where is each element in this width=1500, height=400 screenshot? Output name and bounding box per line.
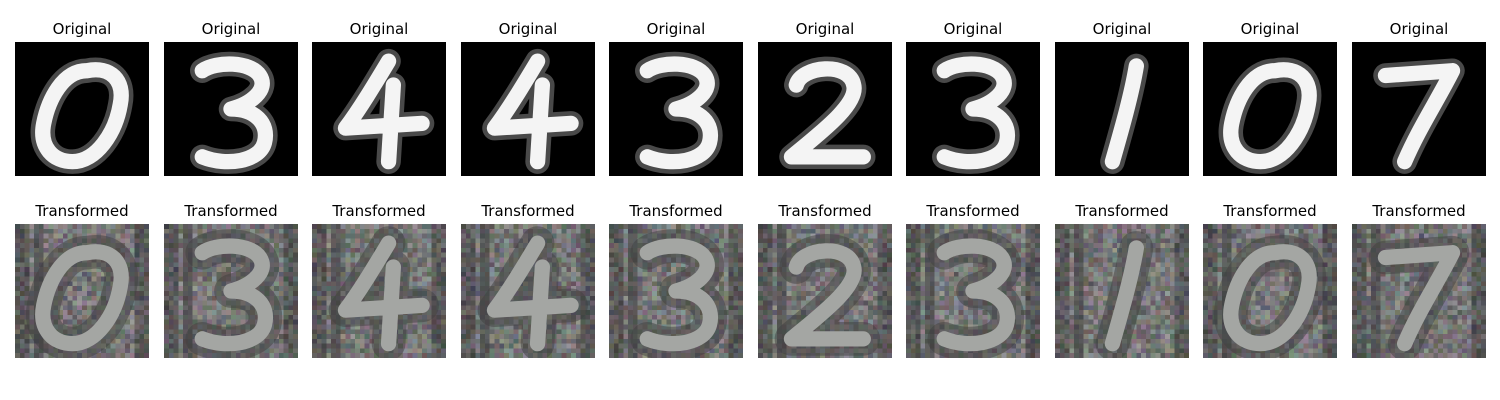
- digit-stroke: [639, 238, 719, 352]
- edge-band: [331, 224, 341, 358]
- image-panel: [164, 42, 298, 176]
- digit-stroke: [1104, 240, 1145, 352]
- panel-title: Original: [1092, 20, 1152, 38]
- panel-title: Original: [498, 20, 558, 38]
- image-panel: [164, 224, 298, 358]
- edge-band: [628, 224, 638, 358]
- edge-band: [777, 224, 787, 358]
- original-digit-image: [609, 42, 743, 176]
- original-digit-image: [758, 42, 892, 176]
- panel-title: Transformed: [926, 202, 1020, 220]
- digit-stroke: [1377, 63, 1461, 170]
- panel-title: Original: [52, 20, 112, 38]
- original-digit-image: [15, 42, 149, 176]
- original-digit-image: [164, 42, 298, 176]
- image-panel: [15, 42, 149, 176]
- image-panel: [1055, 42, 1189, 176]
- transformed-digit-image: [1055, 224, 1189, 358]
- image-panel: [15, 224, 149, 358]
- panel-title: Original: [349, 20, 409, 38]
- image-panel: [312, 42, 446, 176]
- image-panel: [758, 224, 892, 358]
- panel-title: Transformed: [1372, 202, 1466, 220]
- image-panel: [461, 42, 595, 176]
- digit-stroke: [1377, 245, 1461, 352]
- image-panel: [1055, 224, 1189, 358]
- digit-stroke: [936, 238, 1016, 352]
- image-panel: [312, 224, 446, 358]
- transformed-digit-image: [609, 224, 743, 358]
- panel-title: Transformed: [1223, 202, 1317, 220]
- transformed-digit-image: [461, 224, 595, 358]
- transformed-digit-image: [15, 224, 149, 358]
- edge-band: [1074, 224, 1084, 358]
- panel-title: Transformed: [332, 202, 426, 220]
- panel-title: Original: [795, 20, 855, 38]
- transformed-digit-image: [164, 224, 298, 358]
- digit-stroke: [1223, 244, 1317, 352]
- panel-title: Transformed: [778, 202, 872, 220]
- panel-title: Original: [1240, 20, 1300, 38]
- edge-band: [480, 224, 490, 358]
- original-digit-image: [1352, 42, 1486, 176]
- digit-stroke: [1223, 62, 1317, 170]
- transformed-digit-image: [758, 224, 892, 358]
- panel-title: Original: [201, 20, 261, 38]
- transformed-digit-image: [312, 224, 446, 358]
- image-panel: [1352, 224, 1486, 358]
- original-digit-image: [906, 42, 1040, 176]
- transformed-digit-image: [1352, 224, 1486, 358]
- digit-stroke: [936, 56, 1016, 170]
- original-digit-image: [461, 42, 595, 176]
- digit-stroke: [35, 244, 129, 352]
- panel-title: Transformed: [629, 202, 723, 220]
- digit-stroke: [194, 56, 274, 170]
- image-panel: [609, 42, 743, 176]
- image-panel: [609, 224, 743, 358]
- panel-title: Original: [646, 20, 706, 38]
- image-panel: [1352, 42, 1486, 176]
- digit-stroke: [337, 53, 430, 170]
- original-digit-image: [312, 42, 446, 176]
- digit-stroke: [486, 53, 579, 170]
- panel-title: Transformed: [35, 202, 129, 220]
- digit-stroke: [639, 56, 719, 170]
- digit-stroke: [486, 235, 579, 352]
- digit-stroke: [783, 61, 871, 165]
- digit-stroke: [194, 238, 274, 352]
- panel-title: Transformed: [184, 202, 278, 220]
- transformed-digit-image: [1203, 224, 1337, 358]
- digit-stroke: [35, 62, 129, 170]
- digit-stroke: [783, 243, 871, 347]
- image-panel: [906, 42, 1040, 176]
- image-panel: [461, 224, 595, 358]
- original-digit-image: [1203, 42, 1337, 176]
- digit-stroke: [337, 235, 430, 352]
- image-panel: [906, 224, 1040, 358]
- edge-band: [925, 224, 935, 358]
- panel-title: Original: [943, 20, 1003, 38]
- edge-band: [183, 224, 193, 358]
- digit-stroke: [1104, 58, 1145, 170]
- transformed-digit-image: [906, 224, 1040, 358]
- edge-band: [1371, 224, 1381, 358]
- panel-title: Transformed: [481, 202, 575, 220]
- image-panel: [1203, 224, 1337, 358]
- original-digit-image: [1055, 42, 1189, 176]
- panel-title: Transformed: [1075, 202, 1169, 220]
- image-panel: [758, 42, 892, 176]
- image-panel: [1203, 42, 1337, 176]
- panel-title: Original: [1389, 20, 1449, 38]
